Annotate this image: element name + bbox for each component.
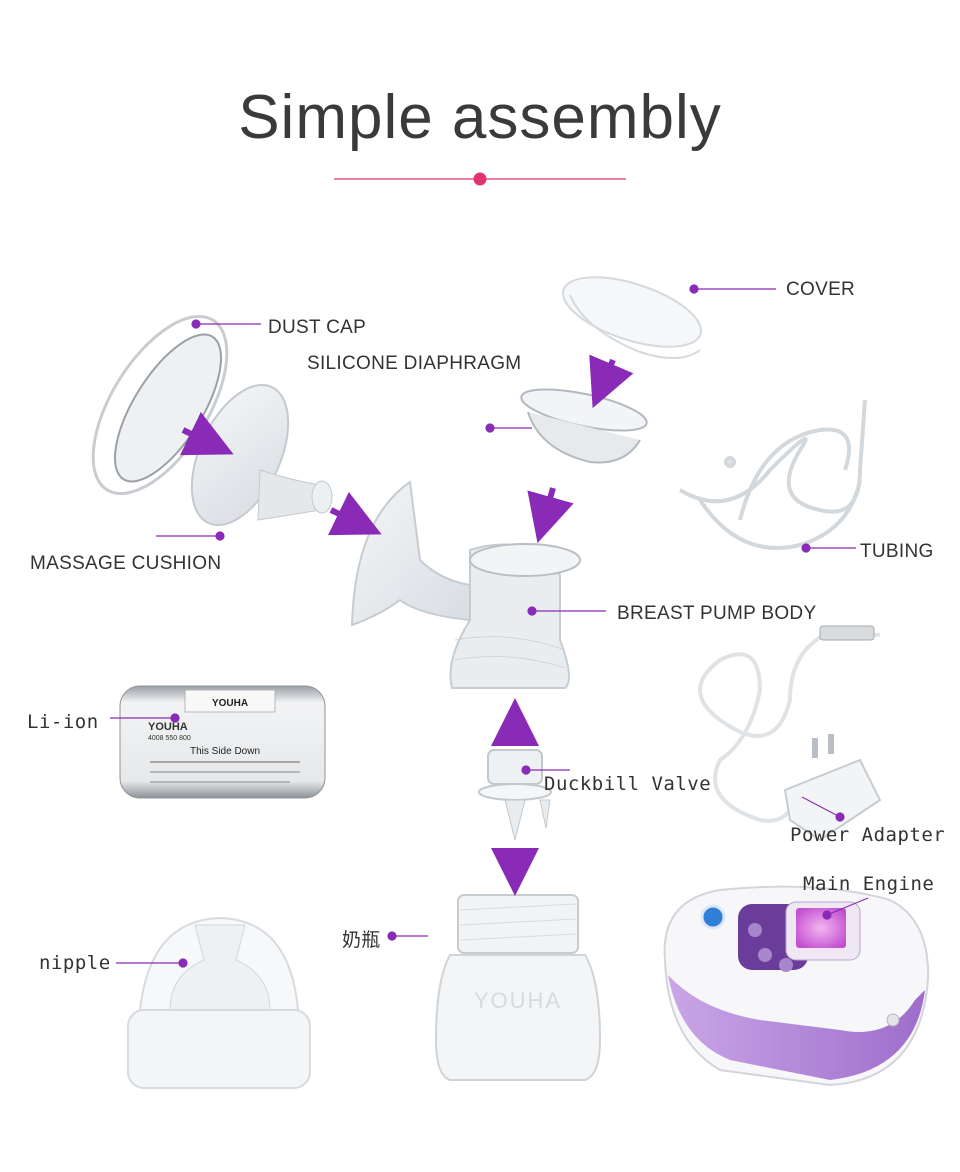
bottle-brand: YOUHA	[474, 988, 562, 1013]
label-massage-cushion: MASSAGE CUSHION	[30, 553, 222, 574]
leader-lines	[110, 284, 869, 968]
tubing-image	[678, 399, 867, 550]
label-main-engine: Main Engine	[803, 873, 935, 895]
main-engine-image	[663, 885, 930, 1087]
assembly-arrows	[179, 354, 634, 896]
label-dust-cap: DUST CAP	[268, 317, 367, 338]
battery-image	[119, 685, 326, 799]
nipple-image	[127, 916, 311, 1089]
label-tubing: TUBING	[860, 541, 934, 562]
cover-image	[561, 276, 703, 360]
label-duckbill-valve: Duckbill Valve	[544, 773, 712, 795]
battery-hotline: 4008 550 800	[148, 735, 191, 742]
battery-brand-2: YOUHA	[148, 721, 188, 733]
battery-side-text: This Side Down	[190, 746, 260, 757]
label-cover: COVER	[786, 279, 856, 300]
page-title: Simple assembly	[238, 83, 722, 152]
label-li-ion: Li-ion	[27, 711, 99, 733]
label-power-adapter: Power Adapter	[790, 824, 946, 846]
power-adapter-image	[698, 625, 882, 842]
battery-brand: YOUHA	[212, 698, 248, 709]
label-nipple: nipple	[39, 952, 111, 974]
label-bottle: 奶瓶	[342, 930, 381, 951]
bottle-image	[434, 894, 602, 1081]
label-breast-pump-body: BREAST PUMP BODY	[617, 603, 817, 624]
silicone-diaphragm-image	[520, 388, 648, 464]
title-divider	[334, 172, 626, 186]
label-silicone-diaphragm: SILICONE DIAPHRAGM	[307, 353, 522, 374]
duckbill-valve-image	[478, 749, 552, 841]
